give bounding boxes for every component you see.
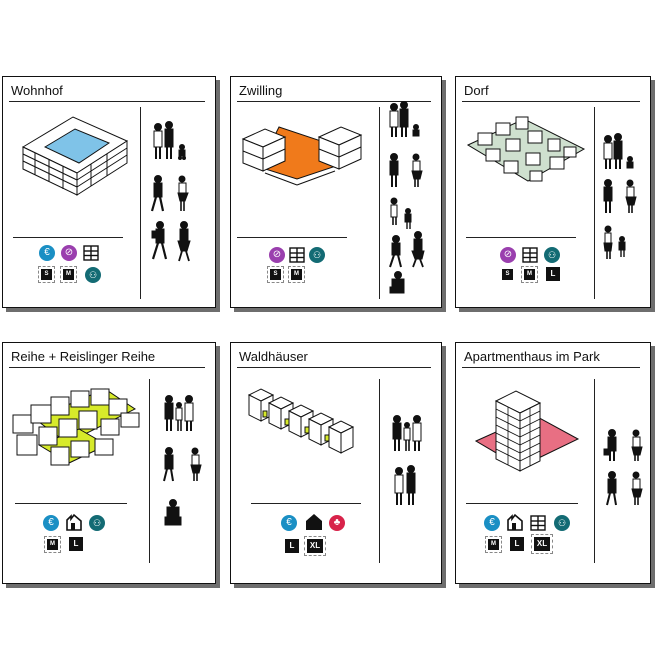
- euro-icon: €: [281, 515, 297, 531]
- title-divider: [9, 101, 205, 102]
- vertical-divider: [379, 107, 380, 299]
- building-illustration: [21, 116, 129, 196]
- size-badge-m: M: [288, 266, 305, 283]
- title-divider: [237, 367, 431, 368]
- size-badge-m: M: [60, 266, 77, 283]
- people-icon: ⚇: [85, 267, 101, 283]
- card-wohnhof[interactable]: Wohnhof € ⊘ S M ⚇: [2, 76, 216, 308]
- title-divider: [462, 367, 640, 368]
- size-badge-l: L: [546, 267, 560, 281]
- icon-divider: [15, 503, 127, 504]
- size-badge-l: L: [69, 537, 83, 551]
- card-zwilling[interactable]: Zwilling ⊘ ⚇ S M: [230, 76, 442, 308]
- card-title: Zwilling: [239, 83, 283, 98]
- people-figures: [603, 133, 637, 259]
- people-figures: [389, 101, 425, 294]
- people-figures: [150, 121, 191, 262]
- paperclip-icon: ⊘: [269, 247, 285, 263]
- grid-icon: [83, 245, 99, 261]
- size-badge-s: S: [502, 269, 513, 280]
- size-badge-m: M: [44, 536, 61, 553]
- grid-icon: [522, 247, 538, 263]
- size-badge-l: L: [510, 537, 524, 551]
- grid-icon: [530, 515, 546, 531]
- building-illustration: [474, 390, 580, 472]
- card-reihe[interactable]: Reihe + Reislinger Reihe € ⚇ M L: [2, 342, 216, 584]
- vertical-divider: [594, 379, 595, 563]
- card-apartmenthaus[interactable]: Apartmenthaus im Park € ⚇ M L XL: [455, 342, 651, 584]
- vertical-divider: [379, 379, 380, 563]
- building-illustration: [247, 388, 355, 454]
- card-title: Wohnhof: [11, 83, 63, 98]
- house-icon: [305, 513, 323, 531]
- size-badge-s: S: [38, 266, 55, 283]
- card-title: Waldhäuser: [239, 349, 308, 364]
- building-illustration: [466, 116, 586, 182]
- people-figures: [392, 415, 422, 505]
- title-divider: [462, 101, 640, 102]
- vertical-divider: [149, 379, 150, 563]
- title-divider: [9, 367, 205, 368]
- icon-divider: [13, 237, 123, 238]
- people-icon: ⚇: [554, 515, 570, 531]
- card-dorf[interactable]: Dorf ⊘ ⚇ S M L: [455, 76, 651, 308]
- card-title: Apartmenthaus im Park: [464, 349, 600, 364]
- paperclip-icon: ⊘: [61, 245, 77, 261]
- grid-icon: [289, 247, 305, 263]
- house-outline-icon: [65, 513, 83, 531]
- card-waldhaeuser[interactable]: Waldhäuser € ♣ L XL: [230, 342, 442, 584]
- icon-divider: [466, 237, 576, 238]
- people-figures: [163, 395, 202, 526]
- people-icon: ⚇: [89, 515, 105, 531]
- people-figures: [603, 429, 643, 506]
- icon-divider: [466, 503, 578, 504]
- people-icon: ⚇: [544, 247, 560, 263]
- euro-icon: €: [39, 245, 55, 261]
- euro-icon: €: [484, 515, 500, 531]
- building-illustration: [12, 388, 140, 466]
- card-title: Dorf: [464, 83, 489, 98]
- size-badge-xl: XL: [531, 534, 553, 554]
- size-badge-l: L: [285, 539, 299, 553]
- card-title: Reihe + Reislinger Reihe: [11, 349, 156, 364]
- title-divider: [237, 101, 431, 102]
- size-badge-m: M: [485, 536, 502, 553]
- icon-divider: [237, 237, 347, 238]
- building-illustration: [241, 126, 363, 186]
- icon-divider: [251, 503, 361, 504]
- house-outline-icon: [506, 513, 524, 531]
- people-icon: ⚇: [309, 247, 325, 263]
- vertical-divider: [594, 107, 595, 299]
- tree-icon: ♣: [329, 515, 345, 531]
- size-badge-m: M: [521, 266, 538, 283]
- size-badge-s: S: [267, 266, 284, 283]
- paperclip-icon: ⊘: [500, 247, 516, 263]
- euro-icon: €: [43, 515, 59, 531]
- vertical-divider: [140, 107, 141, 299]
- size-badge-xl: XL: [304, 536, 326, 556]
